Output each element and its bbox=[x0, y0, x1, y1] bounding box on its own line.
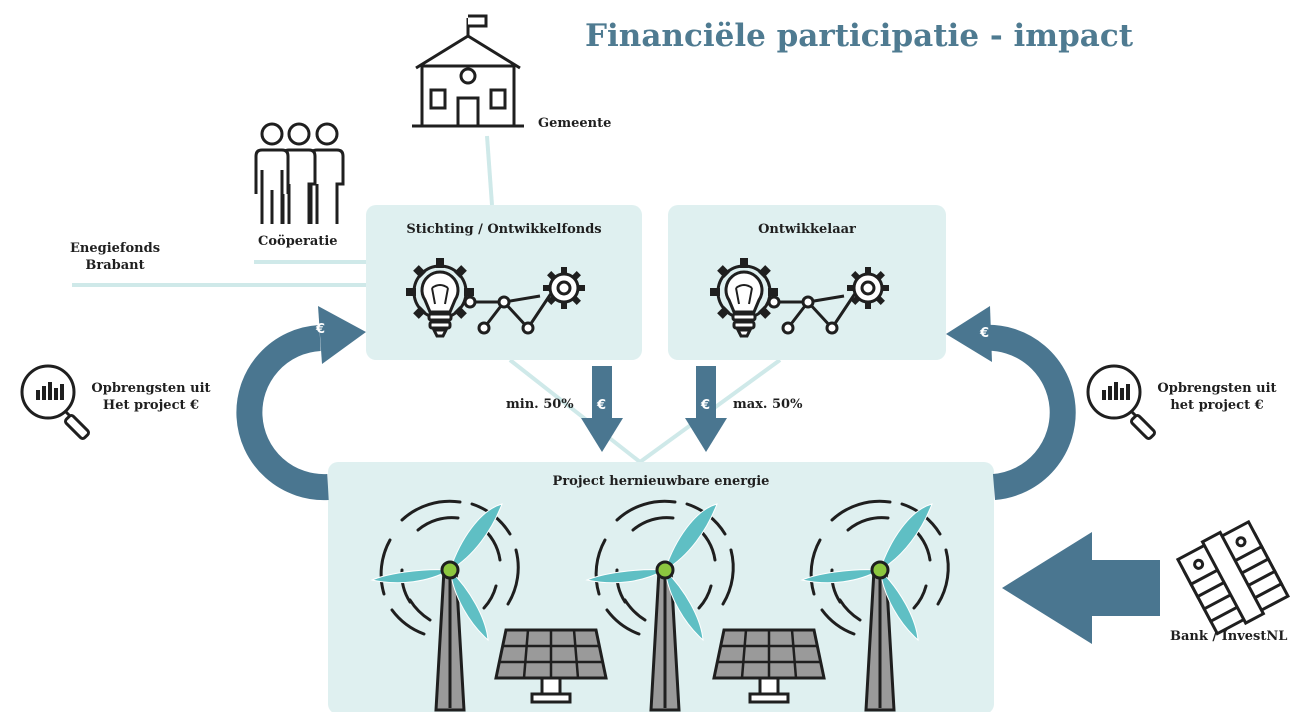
min-percentage-label: min. 50% bbox=[506, 397, 574, 412]
max-percentage-label: max. 50% bbox=[733, 397, 803, 412]
arrow-min bbox=[581, 366, 623, 452]
gemeente-label: Gemeente bbox=[538, 116, 612, 131]
project-label: Project hernieuwbare energie bbox=[552, 474, 770, 489]
town-hall-icon bbox=[412, 14, 524, 128]
euro-sign: € bbox=[700, 398, 710, 413]
bank-label: Bank / InvestNL bbox=[1170, 629, 1288, 644]
opbrengsten-left-label: Opbrengsten uit Het project € bbox=[91, 381, 211, 413]
euro-sign: € bbox=[979, 326, 989, 341]
energiefonds-label: Enegiefonds Brabant bbox=[69, 241, 161, 273]
bank-arrow bbox=[1002, 532, 1160, 644]
euro-sign: € bbox=[596, 398, 606, 413]
magnifier-chart-icon bbox=[1086, 364, 1158, 442]
euro-sign: € bbox=[315, 322, 325, 337]
people-group-icon bbox=[254, 122, 345, 224]
stichting-label: Stichting / Ontwikkelfonds bbox=[406, 222, 602, 237]
arrow-max bbox=[685, 366, 727, 452]
page-title: Financiële participatie - impact bbox=[585, 18, 1134, 54]
opbrengsten-right-label: Opbrengsten uit het project € bbox=[1157, 381, 1277, 413]
money-stack-icon bbox=[1175, 519, 1291, 636]
magnifier-chart-icon bbox=[20, 364, 92, 442]
ontwikkelaar-label: Ontwikkelaar bbox=[758, 222, 856, 237]
cooperatie-label: Coöperatie bbox=[258, 234, 338, 249]
curved-arrow-left bbox=[236, 306, 366, 501]
curved-arrow-right bbox=[946, 306, 1076, 500]
